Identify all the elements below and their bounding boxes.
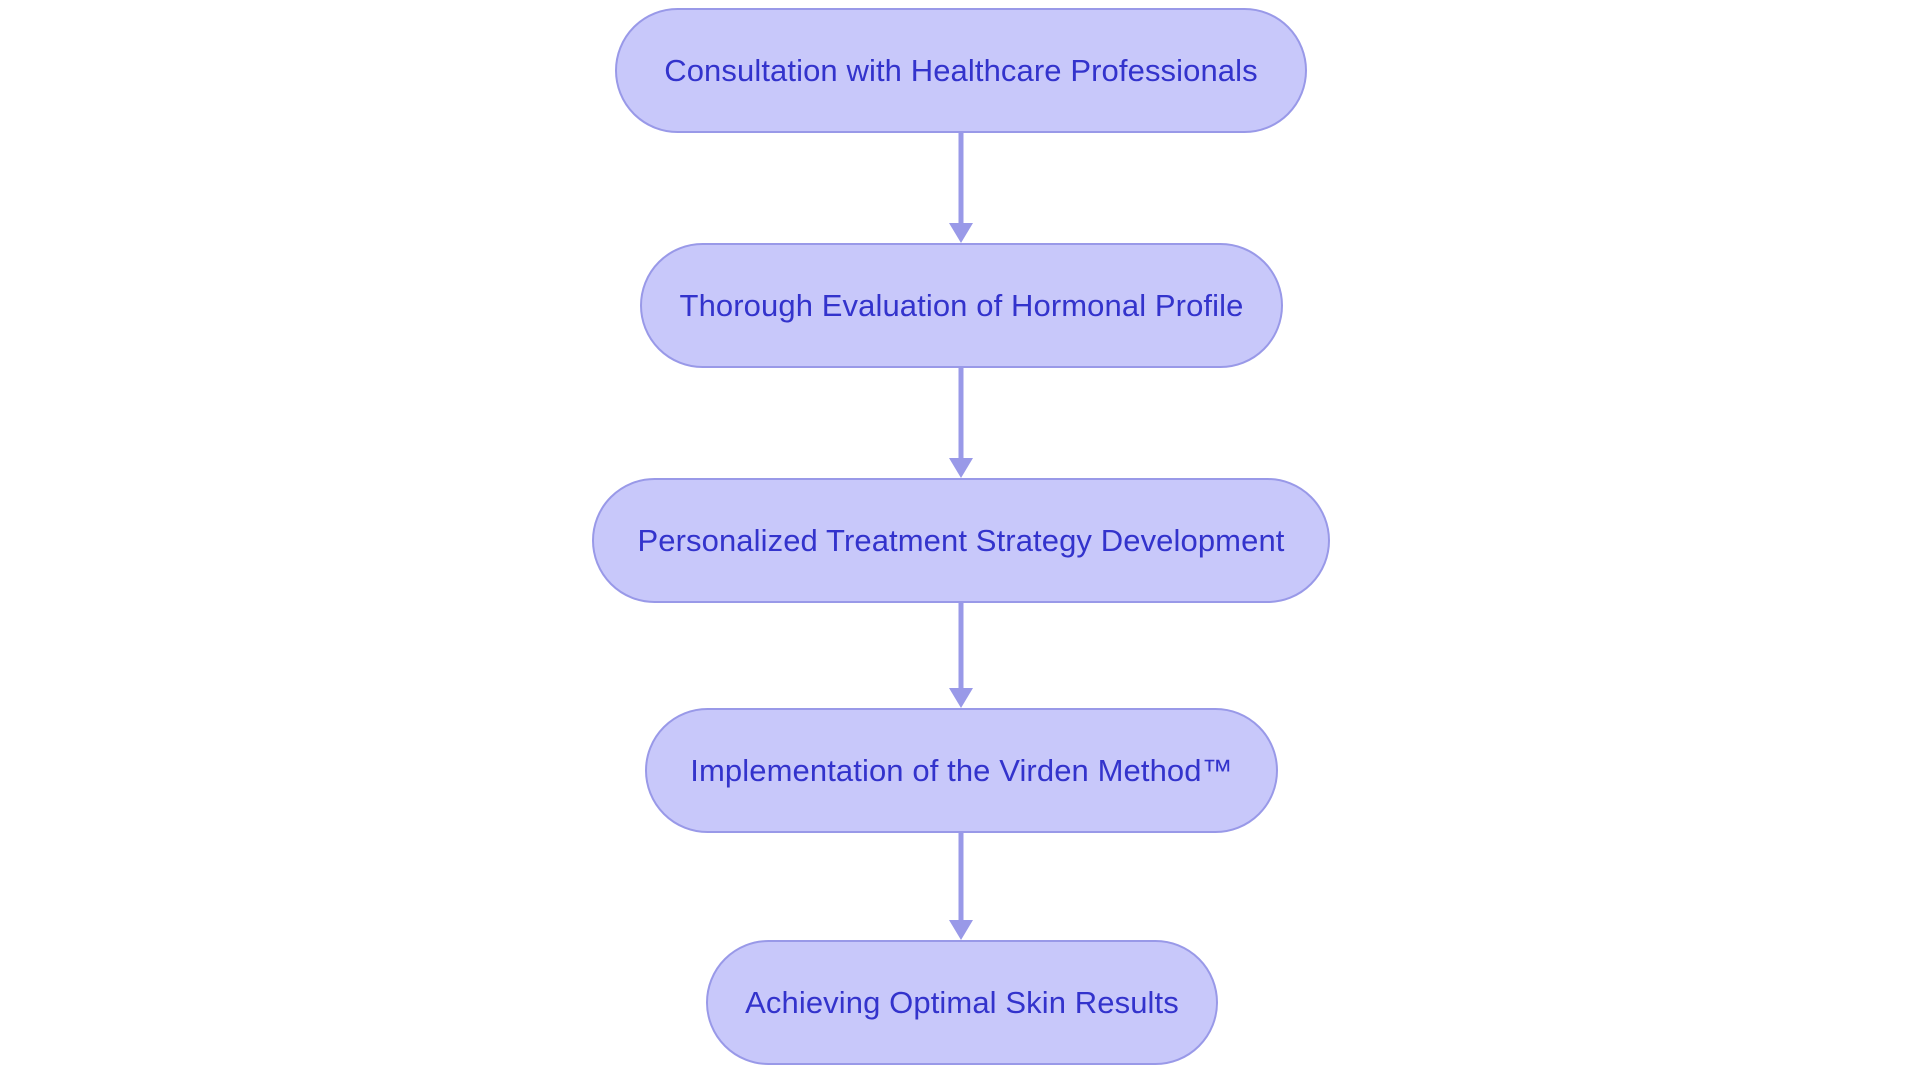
flow-node-label: Consultation with Healthcare Professiona… — [664, 52, 1258, 88]
flow-node-n5[interactable]: Achieving Optimal Skin Results — [706, 940, 1218, 1065]
flow-node-label: Thorough Evaluation of Hormonal Profile — [679, 287, 1244, 323]
arrowhead-down-icon — [949, 920, 973, 940]
flow-node-label: Implementation of the Virden Method™ — [690, 752, 1233, 788]
flow-node-label: Personalized Treatment Strategy Developm… — [637, 522, 1285, 558]
arrowhead-down-icon — [949, 688, 973, 708]
connector-line — [958, 833, 964, 920]
connector-line — [958, 603, 964, 688]
arrowhead-down-icon — [949, 223, 973, 243]
connector-line — [958, 368, 964, 458]
flow-node-n2[interactable]: Thorough Evaluation of Hormonal Profile — [640, 243, 1283, 368]
flow-node-n3[interactable]: Personalized Treatment Strategy Developm… — [592, 478, 1330, 603]
flow-node-n4[interactable]: Implementation of the Virden Method™ — [645, 708, 1278, 833]
flow-node-n1[interactable]: Consultation with Healthcare Professiona… — [615, 8, 1307, 133]
connector-line — [958, 133, 964, 223]
arrowhead-down-icon — [949, 458, 973, 478]
flow-node-label: Achieving Optimal Skin Results — [745, 984, 1179, 1020]
